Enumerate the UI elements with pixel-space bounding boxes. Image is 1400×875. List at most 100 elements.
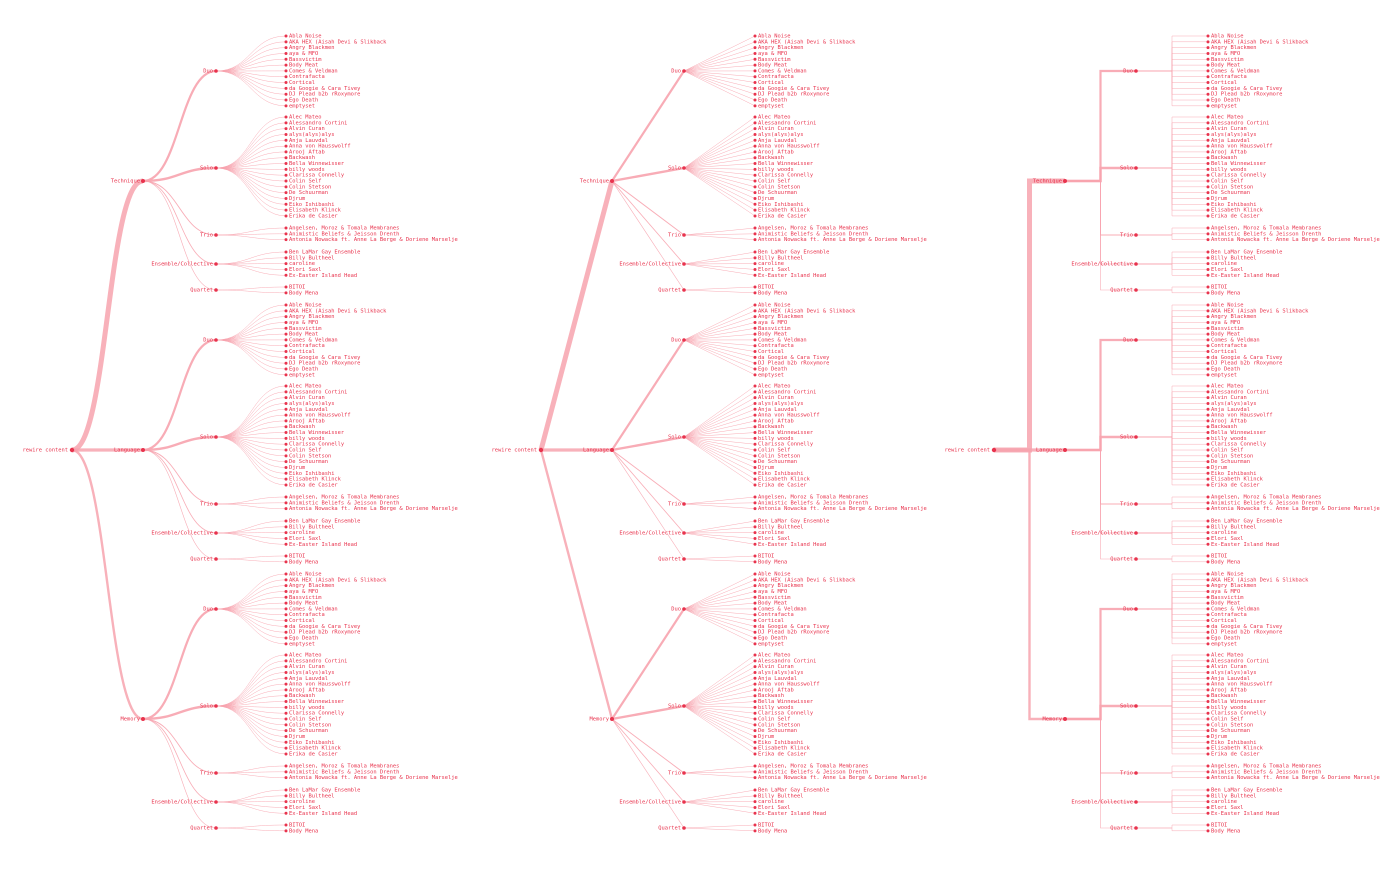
leaf-node [284,250,288,254]
leaf-link [215,339,287,352]
group-label: Trio [200,771,213,777]
leaf-node [284,226,288,230]
leaf-node [1206,694,1210,698]
leaf-node [1206,202,1210,206]
leaf-label: Antonia Nowacka ft. Anne La Berge & Dori… [1211,506,1380,512]
leaf-node [1206,419,1210,423]
leaf-label: alys(alys)alys [1211,132,1256,138]
leaf-node [284,717,288,721]
leaf-node [1206,682,1210,686]
leaf-label: Eiko Ishibashi [758,740,803,746]
leaf-label: Arooj Aftab [289,149,325,155]
leaf-label: Clarissa Connelly [289,442,345,448]
leaf-link [683,53,756,72]
leaf-link [683,41,756,72]
leaf-label: Eiko Ishibashi [289,202,334,208]
leaf-label: Animistic Beliefs & Jeisson Drenth [1211,231,1321,237]
leaf-label: Body Mena [758,828,787,834]
leaf-node [284,332,288,336]
leaf-label: billy woods [758,167,794,173]
leaf-node [284,448,288,452]
leaf-label: Elisabeth Klinck [289,746,342,752]
leaf-link [1136,602,1208,610]
leaf-label: Colin Self [289,179,321,185]
leaf-link [215,310,287,341]
group-link [142,166,217,183]
leaf-label: emptyset [758,372,784,378]
leaf-label: Elori Saxl [1211,267,1243,273]
leaf-label: Bella Winnewisser [1211,430,1267,436]
leaf-node [1206,350,1210,354]
leaf-node [1206,150,1210,154]
leaf-label: Anja Lauvdal [289,676,328,682]
leaf-label: De Schuurman [289,728,328,734]
leaf-link [215,503,287,509]
leaf-label: alys(alys)alys [1211,670,1256,676]
leaf-label: Contrafacta [758,612,794,618]
leaf-label: Body Meat [758,63,787,69]
leaf-node [1206,40,1210,44]
leaf-label: Comes & Veldman [758,606,807,612]
root-node [538,447,544,453]
leaf-node [753,636,757,640]
leaf-node [753,613,757,617]
leaf-link [683,436,756,474]
group-node [214,771,218,775]
leaf-node [1206,442,1210,446]
leaf-node [753,700,757,704]
leaf-link [215,385,287,438]
leaf-node [284,396,288,400]
leaf-link [1136,555,1208,560]
leaf-label: Comes & Veldman [1211,68,1260,74]
leaf-label: Able Noise [1211,572,1243,578]
group-label: Quartet [190,557,213,563]
leaf-node [753,770,757,774]
branch-link [994,178,1065,453]
leaf-node [284,460,288,464]
group-node [214,166,218,170]
leaf-label: DJ Plead b2b rRoxymore [1211,361,1282,367]
leaf-label: da Googie & Cara Tivey [289,355,361,361]
leaf-link [215,579,287,610]
leaf-link [215,70,287,83]
leaf-node [753,705,757,709]
leaf-link [683,672,756,707]
leaf-node [1206,495,1210,499]
leaf-link [683,555,756,560]
leaf-node [1206,361,1210,365]
leaf-link [215,771,287,774]
leaf-node [284,764,288,768]
leaf-node [753,179,757,183]
leaf-label: Cortical [1211,80,1237,86]
leaf-node [1206,384,1210,388]
leaf-node [753,717,757,721]
leaf-node [1206,740,1210,744]
leaf-node [753,232,757,236]
leaf-link [683,128,756,169]
leaf-node [753,338,757,342]
leaf-label: Bassvictim [758,57,790,63]
group-label: Quartet [1110,288,1133,294]
leaf-label: Angelsen, Moroz & Tomala Membranes [758,764,868,770]
leaf-link [683,339,756,358]
leaf-node [753,396,757,400]
leaf-label: Bassvictim [1211,326,1243,332]
leaf-node [284,788,288,792]
leaf-link [215,122,287,169]
leaf-link [215,167,287,182]
leaf-label: De Schuurman [1211,190,1250,196]
leaf-label: Comes & Veldman [758,337,807,343]
leaf-label: Erika de Casier [1211,213,1260,219]
group-link [142,69,217,183]
leaf-node [753,291,757,295]
leaf-label: Elori Saxl [758,536,790,542]
group-node [1134,262,1138,266]
leaf-label: DJ Plead b2b rRoxymore [289,92,360,98]
leaf-label: BITOI [758,554,774,560]
leaf-label: Comes & Veldman [289,337,338,343]
leaf-label: Body Mena [289,828,318,834]
leaf-label: Bassvictim [758,595,790,601]
leaf-link [683,167,756,199]
leaf-label: billy woods [1211,167,1247,173]
